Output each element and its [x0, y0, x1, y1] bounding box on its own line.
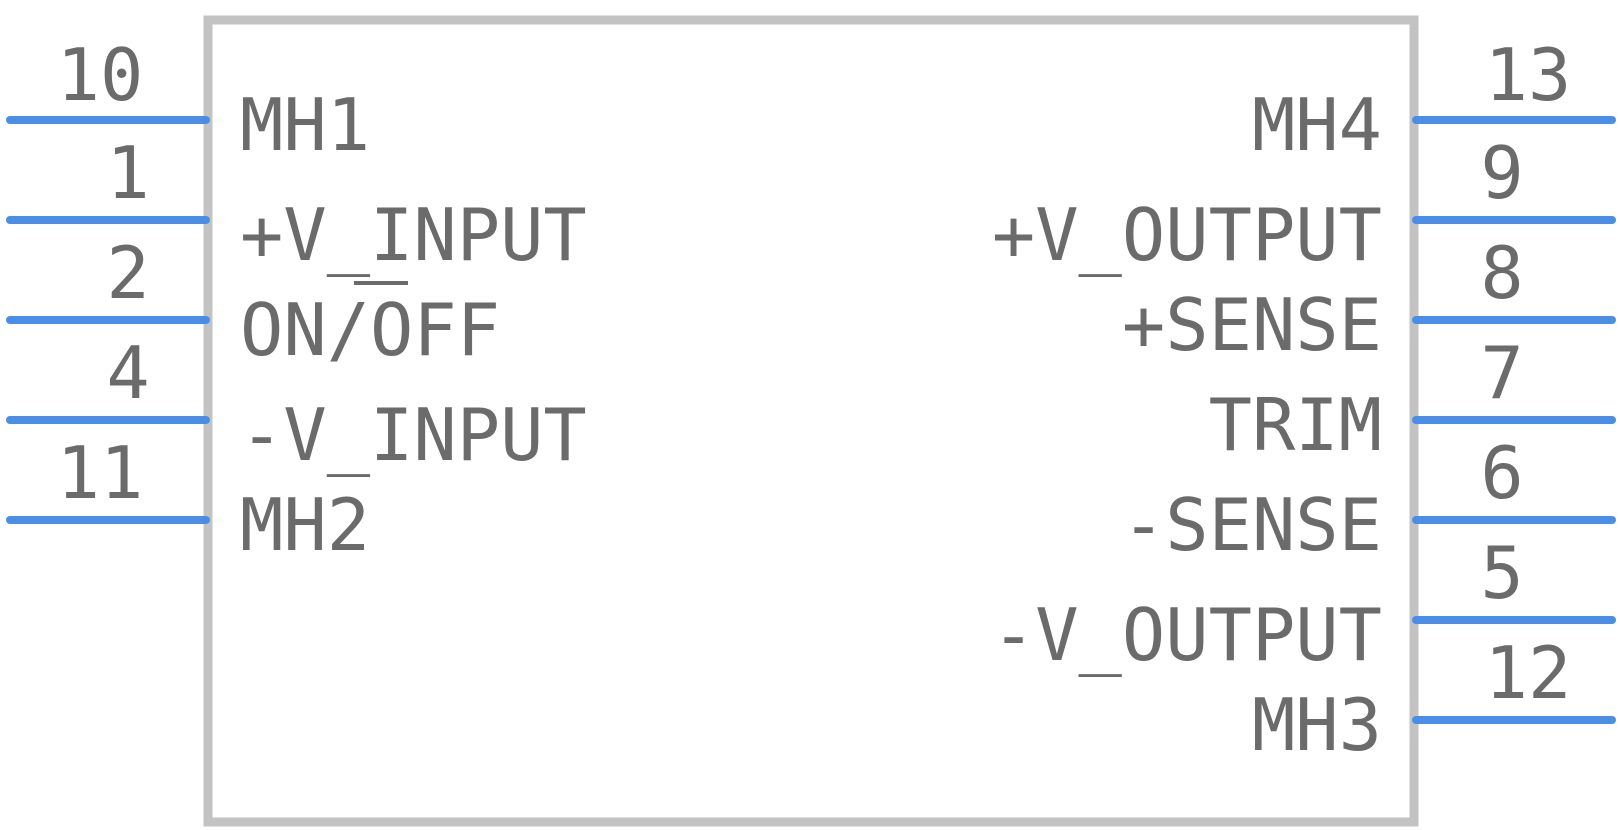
pin-right-6[interactable]: 6 -SENSE — [1122, 431, 1616, 567]
pin-number: 7 — [1480, 331, 1523, 415]
component-body — [203, 15, 1419, 827]
pin-label: ON/OFF — [240, 288, 500, 372]
pin-number: 11 — [57, 431, 144, 515]
pin-label: TRIM — [1209, 383, 1382, 467]
pin-left-4[interactable]: 4 -V_INPUT — [6, 331, 587, 477]
pin-number: 4 — [106, 331, 149, 415]
pin-label: MH1 — [240, 83, 370, 167]
pin-label: -SENSE — [1122, 483, 1382, 567]
pin-left-11[interactable]: 11 MH2 — [6, 431, 370, 567]
pin-number: 12 — [1485, 631, 1572, 715]
pin-right-13[interactable]: 13 MH4 — [1252, 33, 1616, 167]
pin-label: -V_OUTPUT — [992, 593, 1382, 677]
pin-number: 5 — [1480, 531, 1523, 615]
pin-number: 10 — [57, 33, 144, 117]
pin-label: MH2 — [240, 483, 370, 567]
pin-label: -V_INPUT — [240, 393, 587, 477]
pin-label: +SENSE — [1122, 283, 1382, 367]
pin-label: MH4 — [1252, 83, 1382, 167]
pin-label: +V_INPUT — [240, 193, 587, 277]
pin-right-7[interactable]: 7 TRIM — [1209, 331, 1616, 467]
pin-right-5[interactable]: 5 -V_OUTPUT — [992, 531, 1616, 677]
pin-left-2[interactable]: 2 ON/OFF — [6, 231, 500, 372]
pin-number: 8 — [1480, 231, 1523, 315]
pin-right-9[interactable]: 9 +V_OUTPUT — [992, 131, 1616, 277]
pin-number: 9 — [1480, 131, 1523, 215]
pin-label: MH3 — [1252, 683, 1382, 767]
pin-label: +V_OUTPUT — [992, 193, 1382, 277]
pin-left-1[interactable]: 1 +V_INPUT — [6, 131, 587, 277]
pin-number: 6 — [1480, 431, 1523, 515]
pin-number: 1 — [106, 131, 149, 215]
pin-right-12[interactable]: 12 MH3 — [1252, 631, 1616, 767]
pin-number: 2 — [106, 231, 149, 315]
pin-right-8[interactable]: 8 +SENSE — [1122, 231, 1616, 367]
pin-number: 13 — [1485, 33, 1572, 117]
pin-left-10[interactable]: 10 MH1 — [6, 33, 370, 167]
